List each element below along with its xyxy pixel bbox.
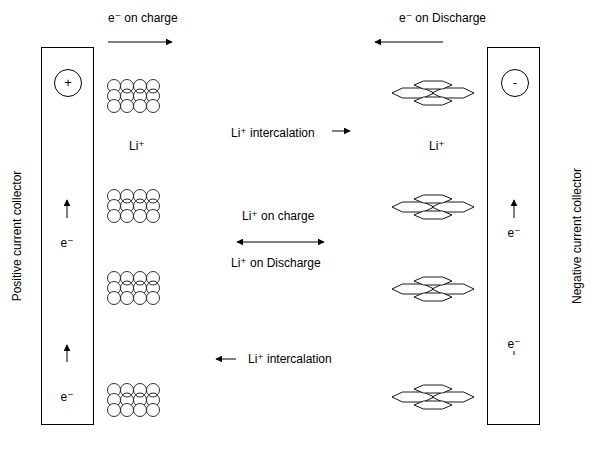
cathode-particle xyxy=(108,292,121,305)
lithium-dot xyxy=(123,281,131,285)
lithium-dot xyxy=(149,393,157,397)
cathode-particle xyxy=(108,210,121,223)
cathode-particle xyxy=(121,80,134,93)
graphite-hexagon xyxy=(392,284,434,294)
terminal-symbol: - xyxy=(501,69,529,97)
lithium-dot xyxy=(149,89,157,93)
cathode-particle xyxy=(147,100,160,113)
graphite-hexagon xyxy=(414,277,452,285)
lithium-dot xyxy=(136,393,144,397)
flow-label: Li⁺ on charge xyxy=(241,209,315,223)
ion-label: Li⁺ xyxy=(428,139,446,153)
graphite-layers xyxy=(392,81,474,409)
cathode-particle xyxy=(134,210,147,223)
cathode-particle xyxy=(134,190,147,203)
graphite-hexagon xyxy=(414,385,452,393)
electron-flow-arrow xyxy=(375,42,443,43)
cathode-particle xyxy=(134,404,147,417)
graphite-hexagon xyxy=(432,88,474,98)
lithium-dot xyxy=(136,89,144,93)
electron-flow-arrow xyxy=(67,200,68,218)
cathode-particle xyxy=(121,272,134,285)
cathode-particle xyxy=(147,384,160,397)
cathode-particle xyxy=(121,384,134,397)
cathode-particle xyxy=(147,210,160,223)
ion-label: Li⁺ xyxy=(128,139,146,153)
cathode-particle xyxy=(108,100,121,113)
graphite-hexagon xyxy=(414,211,452,219)
graphite-hexagon xyxy=(414,97,452,105)
cathode-particle xyxy=(147,292,160,305)
cathode-particle xyxy=(108,404,121,417)
electron-flow-arrow xyxy=(514,200,515,218)
cathode-particle xyxy=(147,404,160,417)
cathode-particle xyxy=(134,272,147,285)
terminal-symbol: + xyxy=(54,69,82,97)
polarity-sign: + xyxy=(64,76,72,90)
electron-label: e⁻ xyxy=(59,236,74,250)
graphite-hexagon xyxy=(392,202,434,212)
cathode-particle xyxy=(134,80,147,93)
cathode-particle xyxy=(121,190,134,203)
cathode-particle xyxy=(134,100,147,113)
lithium-dot xyxy=(123,199,131,203)
electron-label: e⁻ xyxy=(506,337,521,351)
graphite-hexagon xyxy=(414,81,452,89)
graphite-hexagon xyxy=(432,392,474,402)
flow-label: Li⁺ on Discharge xyxy=(230,256,322,270)
electron-flow-arrow xyxy=(67,345,68,362)
graphite-hexagon xyxy=(414,195,452,203)
cathode-particle xyxy=(134,384,147,397)
collector-label: Negative current collector xyxy=(570,168,584,304)
cathode-particle xyxy=(121,210,134,223)
ion-flow-arrow xyxy=(216,359,236,360)
electron-label: e⁻ xyxy=(506,226,521,240)
cathode-particle xyxy=(121,404,134,417)
lithium-dot xyxy=(123,393,131,397)
lithium-dot xyxy=(149,281,157,285)
electron-label: e⁻ xyxy=(59,390,74,404)
graphite-hexagon xyxy=(392,88,434,98)
flow-label: e⁻ on Discharge xyxy=(398,11,487,25)
flow-label: Li⁺ intercalation xyxy=(230,126,316,140)
ion-flow-arrow xyxy=(237,242,324,243)
cathode-particle xyxy=(147,272,160,285)
cathode-particle xyxy=(121,100,134,113)
electron-flow-arrow xyxy=(108,42,172,43)
polarity-sign: - xyxy=(513,76,517,90)
lithium-dot xyxy=(136,281,144,285)
flow-label: Li⁺ intercalation xyxy=(247,352,333,366)
collector-label: Positive current collector xyxy=(10,171,24,302)
graphite-hexagon xyxy=(432,202,474,212)
graphite-hexagon xyxy=(392,392,434,402)
graphite-hexagon xyxy=(414,293,452,301)
lithium-dot xyxy=(136,199,144,203)
cathode-particle xyxy=(121,292,134,305)
graphite-hexagon xyxy=(432,284,474,294)
cathode-particle xyxy=(147,80,160,93)
cathode-particle xyxy=(147,190,160,203)
lithium-dot xyxy=(123,89,131,93)
ion-flow-arrow xyxy=(332,131,350,132)
cathode-particles xyxy=(108,80,160,417)
lithium-dot xyxy=(149,199,157,203)
graphite-hexagon xyxy=(414,401,452,409)
cathode-particle xyxy=(134,292,147,305)
flow-label: e⁻ on charge xyxy=(107,11,179,25)
